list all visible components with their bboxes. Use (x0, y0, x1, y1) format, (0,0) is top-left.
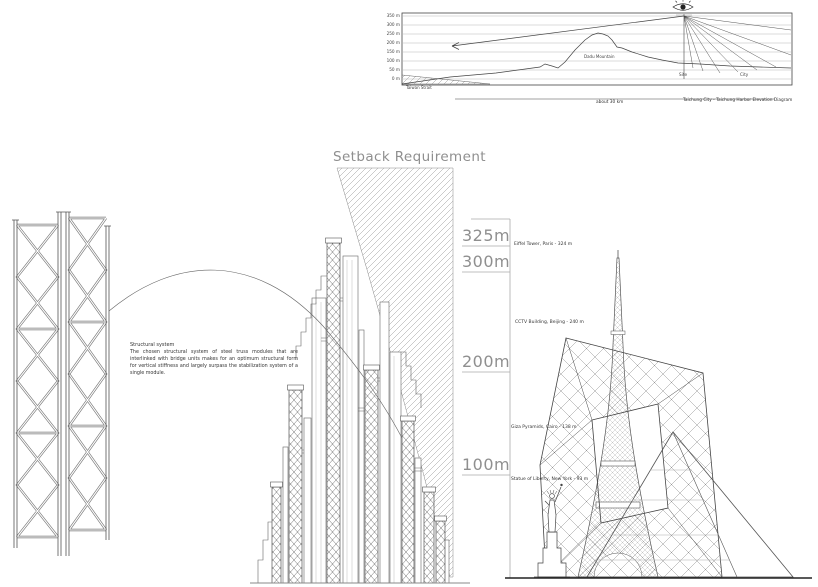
elevation-diagram-drawing (401, 0, 793, 100)
cctv-building-drawing (539, 337, 723, 578)
ref-label-liberty: Statue of Liberty, New York - 93 m (511, 477, 589, 482)
sea-wedge (401, 74, 491, 85)
ref-label-eiffel: Eiffel Tower, Paris - 324 m (514, 242, 573, 247)
terrain-profile (401, 32, 792, 85)
truss-chords (12, 211, 111, 556)
ref-label-cctv: CCTV Building, Beijing - 240 m (515, 320, 584, 325)
height-scale-lines (462, 218, 511, 578)
setback-steps (257, 275, 422, 583)
elev-axis-50: 50 m (389, 66, 400, 72)
height-marker-300m: 300m (462, 252, 511, 271)
site-label: Site (679, 72, 688, 77)
distance-label: about 30 km (596, 100, 624, 105)
elev-axis-250: 250 m (386, 30, 400, 36)
crosshatch-towers (270, 237, 447, 584)
setback-title: Setback Requirement (333, 149, 486, 165)
giza-pyramid-drawing (586, 431, 794, 578)
elevation-diagram-caption: Taichung City - Taichung Harbor Elevatio… (683, 97, 793, 103)
statue-of-liberty-drawing (534, 483, 570, 578)
city-label: City (740, 72, 749, 77)
elevation-gridlines (403, 15, 791, 80)
height-marker-200m: 200m (462, 352, 511, 371)
elev-axis-100: 100 m (386, 57, 400, 63)
eye-icon (672, 0, 694, 16)
sightline-arrow (451, 15, 685, 50)
structural-note-title: Structural system (130, 342, 175, 348)
view-fan-lines (683, 15, 792, 74)
elev-axis-0: 0 m (391, 75, 400, 81)
structural-note-body: The chosen structural system of steel tr… (130, 350, 298, 376)
mountain-label: Dadu Mountain (584, 54, 615, 59)
tower-cluster-drawing (250, 237, 470, 584)
truss-module-drawing (12, 211, 111, 556)
elev-axis-150: 150 m (386, 48, 400, 54)
height-marker-325m: 325m (462, 226, 511, 245)
sea-label: Taiwan Strait (406, 85, 432, 90)
elev-axis-300: 300 m (386, 21, 400, 27)
elev-axis-350: 350 m (386, 12, 400, 18)
bridge-connectors (302, 297, 422, 472)
height-marker-100m: 100m (462, 455, 511, 474)
elev-axis-200: 200 m (386, 39, 400, 45)
ref-label-giza: Giza Pyramids, Cairo - 138 m (511, 425, 577, 430)
